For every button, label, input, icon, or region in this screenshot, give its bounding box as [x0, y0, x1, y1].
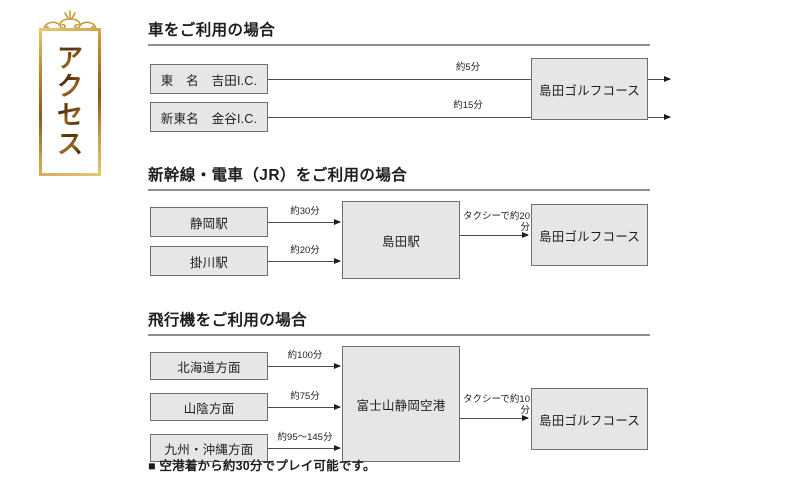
section-car-heading: 車をご利用の場合 [148, 22, 276, 39]
connector-train-transfer-label: タクシーで約20分 [463, 211, 530, 233]
node-train-hub: 島田駅 [342, 201, 460, 279]
connector-plane-2 [268, 403, 341, 410]
section-train-heading: 新幹線・電車（JR）をご利用の場合 [148, 167, 408, 184]
connector-plane-3-label: 約95〜145分 [277, 432, 333, 443]
section-car-rule [148, 44, 650, 46]
connector-plane-3 [268, 444, 341, 451]
banner-characters: ア ク セ ス [42, 31, 98, 173]
connector-car-1 [268, 75, 671, 82]
node-plane-hub: 富士山静岡空港 [342, 346, 460, 462]
connector-plane-1-label: 約100分 [287, 350, 323, 361]
node-train-destination: 島田ゴルフコース [531, 204, 648, 266]
section-train: 新幹線・電車（JR）をご利用の場合 静岡駅 約30分 掛川駅 約20分 島田駅 … [148, 163, 788, 291]
node-car-destination: 島田ゴルフコース [531, 58, 648, 120]
connector-plane-2-label: 約75分 [290, 391, 320, 402]
node-plane-source-3: 九州・沖縄方面 [150, 434, 268, 462]
section-plane-rule [148, 334, 650, 336]
banner-char-1: ア [56, 43, 83, 74]
connector-plane-transfer-label: タクシーで約10分 [463, 394, 530, 416]
connector-train-2-label: 約20分 [290, 245, 320, 256]
connector-car-1-label: 約5分 [455, 62, 481, 73]
banner-frame: ア ク セ ス [39, 28, 101, 176]
node-car-source-1: 東 名 吉田I.C. [150, 64, 268, 94]
diagram-train: 静岡駅 約30分 掛川駅 約20分 島田駅 タクシーで約20分 島田ゴルフコース [148, 191, 788, 291]
banner-char-2: ク [56, 72, 83, 103]
connector-train-1-label: 約30分 [290, 206, 320, 217]
access-content: 車をご利用の場合 東 名 吉田I.C. 約5分 新東名 金谷I.C. 約15分 … [148, 0, 788, 495]
section-car: 車をご利用の場合 東 名 吉田I.C. 約5分 新東名 金谷I.C. 約15分 … [148, 18, 788, 138]
connector-train-1 [268, 218, 341, 225]
connector-train-2 [268, 257, 341, 264]
node-plane-source-2: 山陰方面 [150, 393, 268, 421]
connector-plane-1 [268, 362, 341, 369]
connector-car-2-label: 約15分 [453, 100, 483, 111]
diagram-plane: 北海道方面 約100分 山陰方面 約75分 九州・沖縄方面 約95〜145分 富… [148, 336, 788, 462]
section-plane: 飛行機をご利用の場合 北海道方面 約100分 山陰方面 約75分 九州・沖縄方面… [148, 308, 788, 462]
section-plane-heading: 飛行機をご利用の場合 [148, 312, 308, 329]
footnote: ■ 空港着から約30分でプレイ可能です。 [148, 459, 376, 473]
node-plane-destination: 島田ゴルフコース [531, 388, 648, 450]
banner-char-4: ス [56, 129, 83, 160]
connector-train-transfer [460, 231, 529, 238]
node-train-source-1: 静岡駅 [150, 207, 268, 237]
node-train-source-2: 掛川駅 [150, 246, 268, 276]
banner-char-3: セ [56, 101, 83, 131]
access-banner: ア ク セ ス [18, 6, 122, 178]
connector-plane-transfer [460, 414, 529, 421]
connector-car-2 [268, 113, 671, 120]
node-car-source-2: 新東名 金谷I.C. [150, 102, 268, 132]
diagram-car: 東 名 吉田I.C. 約5分 新東名 金谷I.C. 約15分 島田ゴルフコース [148, 46, 788, 138]
node-plane-source-1: 北海道方面 [150, 352, 268, 380]
section-train-rule [148, 189, 650, 191]
